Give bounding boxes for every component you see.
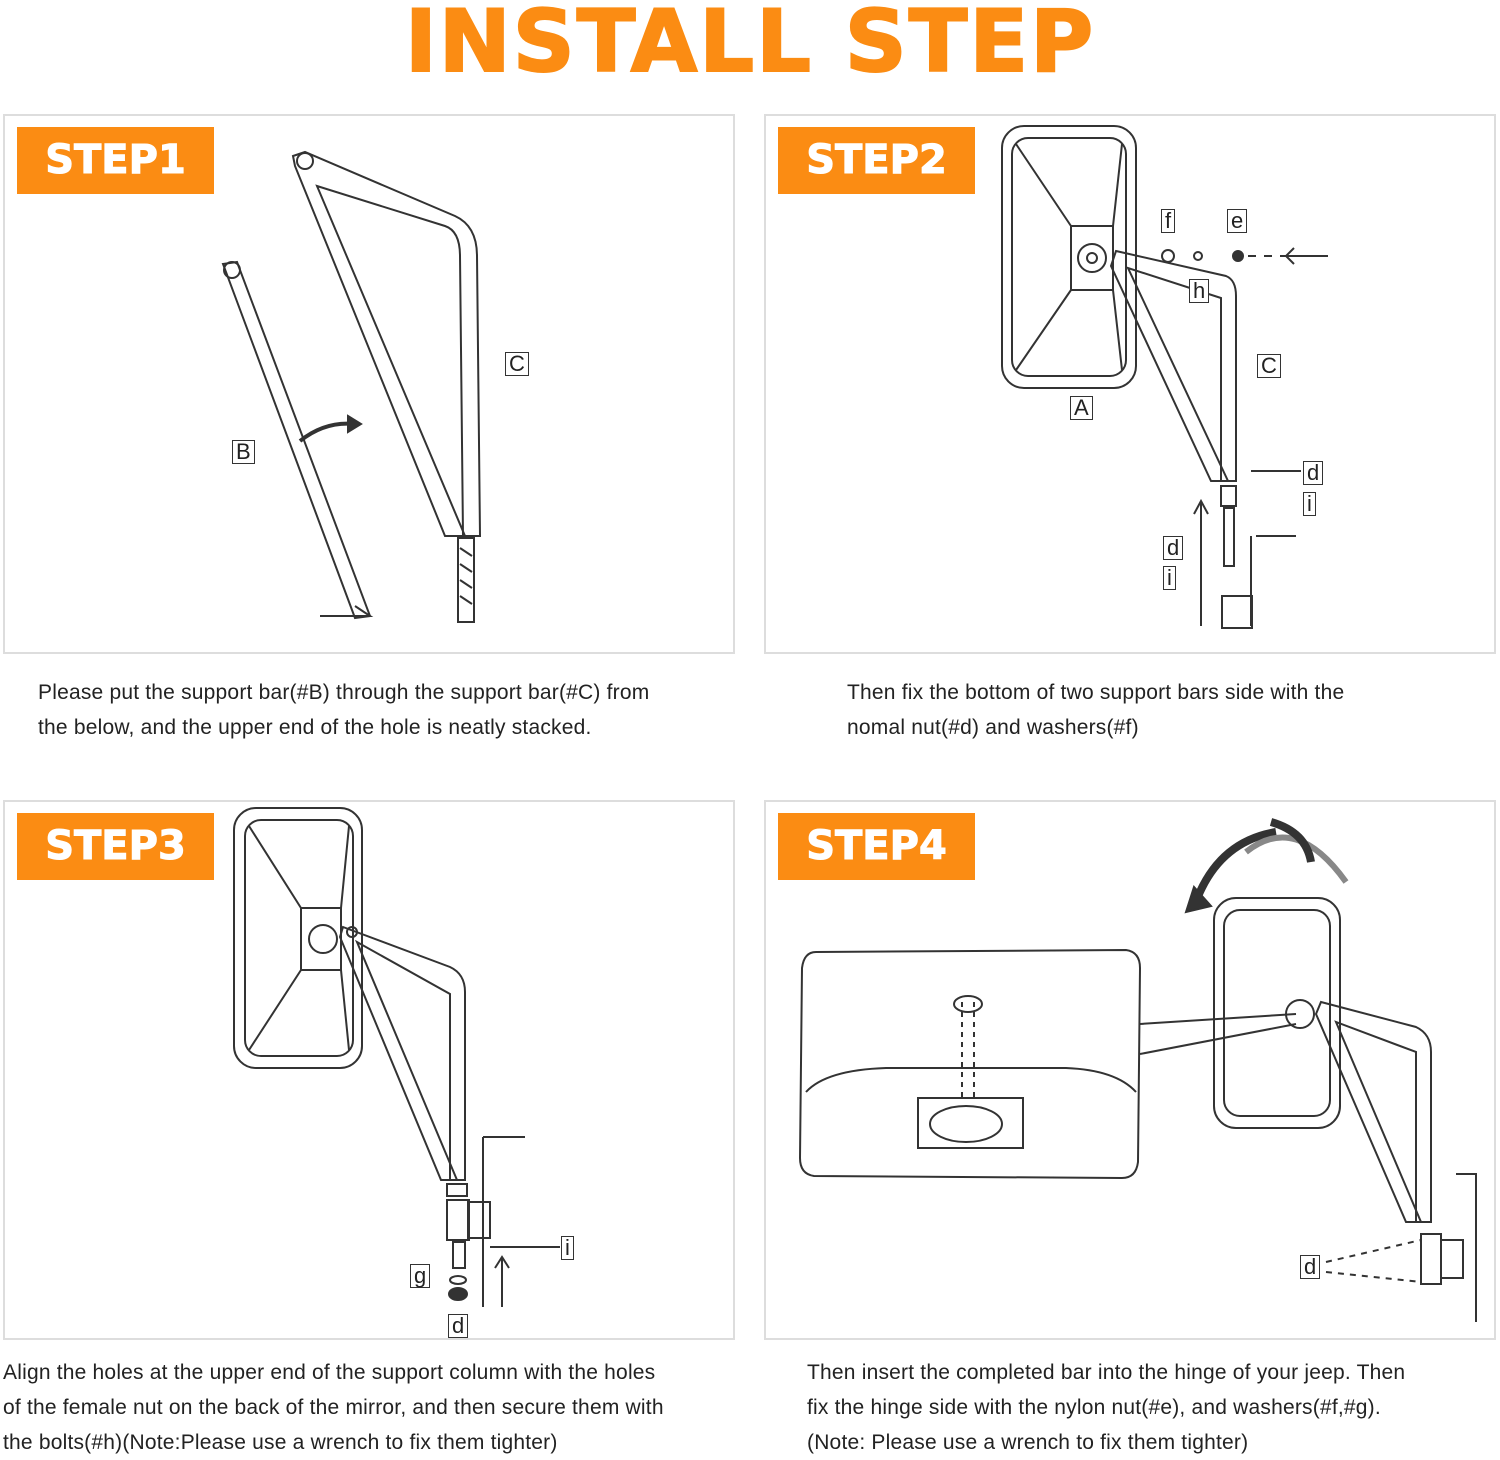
step4-panel: STEP4 d (764, 800, 1496, 1340)
step2-caption: Then fix the bottom of two support bars … (847, 675, 1344, 745)
step1-illustration (221, 150, 482, 623)
label-i: i (1303, 492, 1316, 516)
caption-line: the below, and the upper end of the hole… (38, 716, 592, 739)
label-c: C (505, 352, 529, 376)
caption-line: fix the hinge side with the nylon nut(#e… (807, 1396, 1381, 1419)
label-b: B (232, 440, 255, 464)
caption-line: nomal nut(#d) and washers(#f) (847, 716, 1139, 739)
caption-line: Then fix the bottom of two support bars … (847, 681, 1345, 704)
step3-panel: STEP3 g i d (3, 800, 735, 1340)
step2-badge: STEP2 (778, 127, 975, 194)
step3-caption: Align the holes at the upper end of the … (3, 1355, 664, 1460)
step2-illustration (1001, 125, 1328, 629)
step2-panel: STEP2 f e h C A d i d i (764, 114, 1496, 654)
label-i: i (561, 1236, 574, 1260)
step1-badge: STEP1 (17, 127, 214, 194)
caption-line: of the female nut on the back of the mir… (3, 1396, 664, 1419)
caption-line: (Note: Please use a wrench to fix them t… (807, 1431, 1249, 1454)
step1-panel: STEP1 B C (3, 114, 735, 654)
caption-line: Align the holes at the upper end of the … (3, 1361, 656, 1384)
step1-caption: Please put the support bar(#B) through t… (38, 675, 649, 745)
step4-badge: STEP4 (778, 813, 975, 880)
label-c: C (1257, 354, 1281, 378)
step4-caption: Then insert the completed bar into the h… (807, 1355, 1405, 1460)
label-h: h (1189, 279, 1210, 303)
step3-illustration (233, 807, 560, 1307)
label-d: d (448, 1314, 469, 1338)
label-e: e (1227, 209, 1248, 233)
step4-illustration (798, 818, 1477, 1322)
step3-badge: STEP3 (17, 813, 214, 880)
caption-line: the bolts(#h)(Note:Please use a wrench t… (3, 1431, 558, 1454)
label-a: A (1070, 396, 1093, 420)
label-g: g (410, 1264, 431, 1288)
page-title: INSTALL STEP (404, 0, 1096, 93)
label-d: d (1300, 1255, 1321, 1279)
label-d: d (1303, 461, 1324, 485)
label-i: i (1163, 566, 1176, 590)
caption-line: Please put the support bar(#B) through t… (38, 681, 650, 704)
caption-line: Then insert the completed bar into the h… (807, 1361, 1406, 1384)
label-d: d (1163, 536, 1184, 560)
label-f: f (1161, 209, 1176, 233)
